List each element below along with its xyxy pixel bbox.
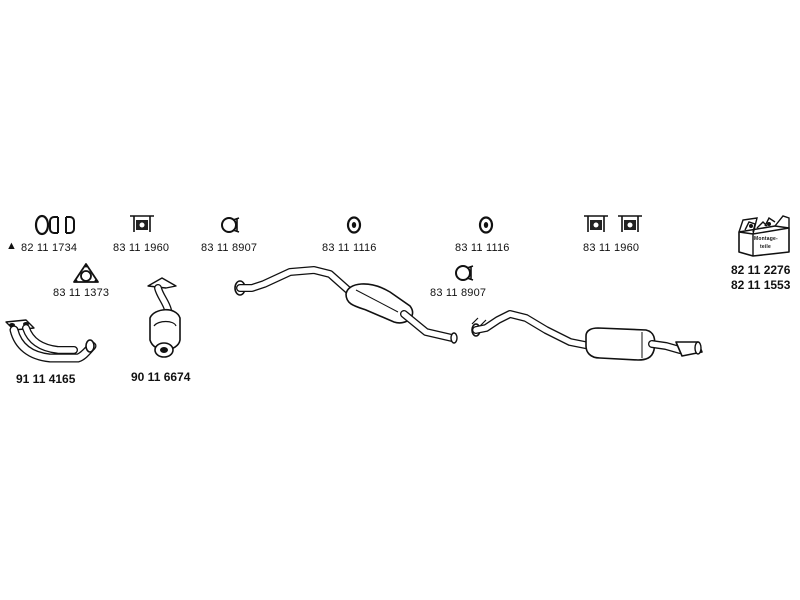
kit-box-label-line2: teile [760,244,772,250]
part-number-front-pipe: 91 11 4165 [16,372,76,386]
rubber-mount-icons [34,214,75,236]
clamp-icon [455,265,474,281]
part-number-ring-right: 83 11 1116 [455,242,510,254]
part-number-ring-left: 83 11 1116 [322,242,377,254]
part-number-rubber-mounts: 82 11 1734 [21,242,78,254]
catalytic-converter-drawing [147,277,181,358]
part-number-clamp-left: 83 11 8907 [201,242,258,254]
kit-box-label-line1: Montage- [754,236,778,242]
part-number-hanger-left: 83 11 1960 [113,242,170,254]
part-number-catalytic-converter: 90 11 6674 [131,370,191,384]
middle-silencer-drawing [234,266,458,344]
part-number-hangers-right: 83 11 1960 [583,242,640,254]
rear-silencer-drawing [471,310,703,361]
ring-icon [478,216,494,234]
triangle-icon: ▲ [6,240,18,252]
part-number-clamp-right: 83 11 8907 [430,287,487,299]
double-hanger-icon [584,215,642,232]
ring-icon [346,216,362,234]
part-number-gasket: 83 11 1373 [53,287,110,299]
part-number-mounting-kit-a: 82 11 2276 [731,263,791,277]
front-pipe-drawing [5,319,97,363]
hanger-icon [130,215,154,232]
gasket-icon [73,263,99,283]
mounting-kit-box-icon [738,215,790,257]
part-number-mounting-kit-b: 82 11 1553 [731,278,791,292]
clamp-icon [221,217,240,233]
